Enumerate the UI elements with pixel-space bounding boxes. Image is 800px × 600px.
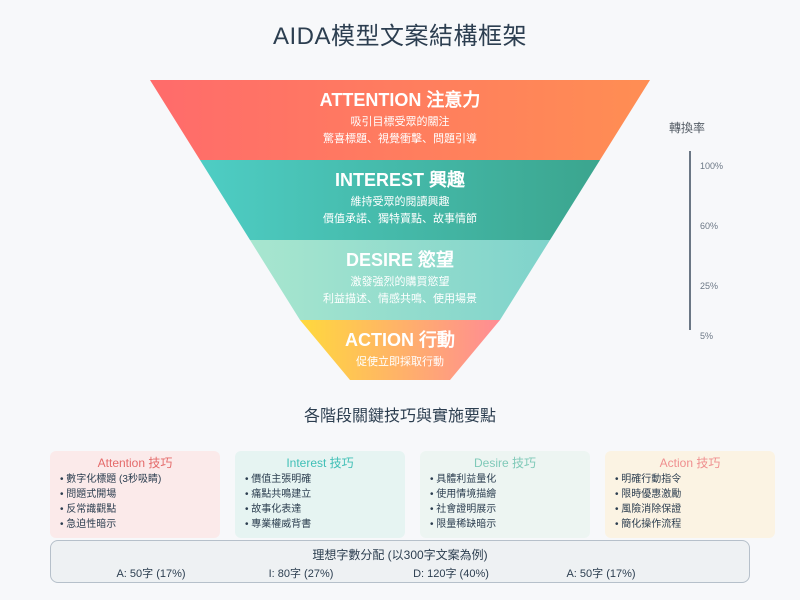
stage-attention-title: ATTENTION 注意力	[319, 90, 481, 110]
page-title: AIDA模型文案結構框架	[272, 23, 527, 50]
conversion-rate-label: 轉換率	[669, 121, 706, 135]
funnel-segment-desire	[250, 240, 550, 320]
distribution-item-action: A: 50字 (17%)	[566, 568, 636, 580]
stage-attention-desc: 吸引目標受眾的關注	[350, 116, 450, 128]
card-item: 具體利益量化	[430, 472, 580, 487]
card-item: 反常識觀點	[60, 502, 210, 517]
card-item: 社會證明展示	[430, 502, 580, 517]
card-item: 使用情境描繪	[430, 487, 580, 502]
card-item: 問題式開場	[60, 487, 210, 502]
word-distribution-panel: 理想字數分配 (以300字文案為例) A: 50字 (17%) I: 80字 (…	[50, 540, 750, 583]
funnel-segment-attention	[150, 80, 650, 160]
card-item: 急迫性暗示	[60, 517, 210, 532]
card-title: Desire 技巧	[473, 456, 536, 470]
card-title: Interest 技巧	[286, 456, 354, 470]
technique-card-attention: Attention 技巧 數字化標題 (3秒吸睛) 問題式開場 反常識觀點 急迫…	[50, 451, 220, 538]
card-item: 痛點共鳴建立	[245, 487, 395, 502]
conversion-tick: 60%	[700, 221, 719, 231]
distribution-title: 理想字數分配 (以300字文案為例)	[312, 548, 488, 562]
conversion-rate-axis	[689, 151, 691, 330]
card-item: 限時優惠激勵	[615, 487, 765, 502]
funnel-segment-action	[300, 320, 500, 380]
stage-desire-tactics: 利益描述、情感共鳴、使用場景	[323, 293, 477, 305]
stage-attention-tactics: 驚喜標題、視覺衝擊、問題引導	[323, 133, 477, 145]
stage-interest-tactics: 價值承諾、獨特賣點、故事情節	[323, 213, 477, 225]
stage-action: ACTION 行動 促使立即採取行動	[200, 329, 600, 371]
stage-action-desc: 促使立即採取行動	[356, 356, 444, 368]
card-item: 明確行動指令	[615, 472, 765, 487]
stage-action-title: ACTION 行動	[345, 330, 455, 350]
technique-card-interest: Interest 技巧 價值主張明確 痛點共鳴建立 故事化表達 專業權威背書	[235, 451, 405, 538]
card-item: 故事化表達	[245, 502, 395, 517]
conversion-tick: 5%	[700, 331, 714, 341]
card-item: 限量稀缺暗示	[430, 517, 580, 532]
technique-card-action: Action 技巧 明確行動指令 限時優惠激勵 風險消除保證 簡化操作流程	[605, 451, 775, 538]
technique-card-desire: Desire 技巧 具體利益量化 使用情境描繪 社會證明展示 限量稀缺暗示	[420, 451, 590, 538]
section-title: 各階段關鍵技巧與實施要點	[303, 408, 496, 425]
card-item: 專業權威背書	[245, 517, 395, 532]
card-title: Attention 技巧	[97, 456, 173, 470]
stage-desire-desc: 激發強烈的購買慾望	[350, 276, 450, 288]
stage-attention: ATTENTION 注意力 吸引目標受眾的關注 驚喜標題、視覺衝擊、問題引導	[200, 89, 600, 148]
card-item: 價值主張明確	[245, 472, 395, 487]
stage-desire: DESIRE 慾望 激發強烈的購買慾望 利益描述、情感共鳴、使用場景	[200, 249, 600, 308]
funnel-segment-interest	[200, 160, 600, 240]
distribution-item-interest: I: 80字 (27%)	[268, 568, 334, 580]
distribution-item-desire: D: 120字 (40%)	[413, 568, 489, 580]
stage-desire-title: DESIRE 慾望	[345, 250, 455, 270]
distribution-item-attention: A: 50字 (17%)	[116, 568, 186, 580]
stage-interest-desc: 維持受眾的閱讀興趣	[350, 196, 450, 208]
stage-interest-title: INTEREST 興趣	[334, 170, 465, 190]
conversion-tick: 25%	[700, 281, 719, 291]
card-item: 簡化操作流程	[615, 517, 765, 532]
card-item: 風險消除保證	[615, 502, 765, 517]
stage-interest: INTEREST 興趣 維持受眾的閱讀興趣 價值承諾、獨特賣點、故事情節	[200, 169, 600, 228]
card-item: 數字化標題 (3秒吸睛)	[60, 472, 210, 487]
card-title: Action 技巧	[659, 456, 721, 470]
conversion-tick: 100%	[700, 161, 724, 171]
